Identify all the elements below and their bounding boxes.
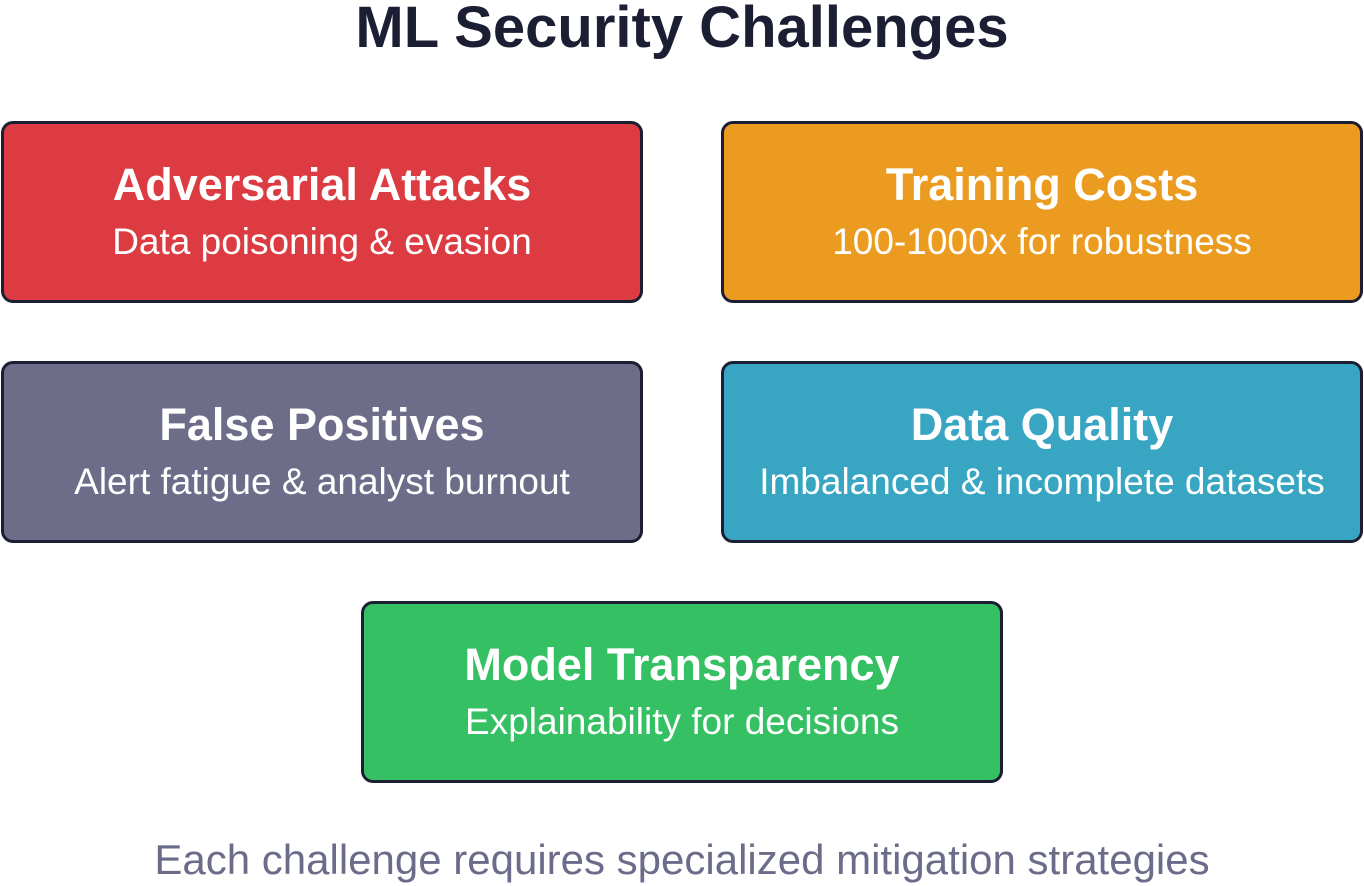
- card-subtitle: Data poisoning & evasion: [112, 221, 532, 262]
- card-title: Data Quality: [910, 399, 1174, 450]
- challenge-card-data-quality: Data Quality Imbalanced & incomplete dat…: [721, 361, 1363, 543]
- card-title: Training Costs: [885, 159, 1199, 210]
- diagram-title: ML Security Challenges: [355, 0, 1009, 60]
- challenge-card-false-positives: False Positives Alert fatigue & analyst …: [1, 361, 643, 543]
- card-subtitle: 100-1000x for robustness: [832, 221, 1252, 262]
- card-subtitle: Imbalanced & incomplete datasets: [759, 461, 1325, 502]
- card-title: Adversarial Attacks: [112, 159, 532, 210]
- footer-note: Each challenge requires specialized miti…: [154, 836, 1210, 883]
- challenge-card-adversarial-attacks: Adversarial Attacks Data poisoning & eva…: [1, 121, 643, 303]
- challenge-card-model-transparency: Model Transparency Explainability for de…: [361, 601, 1003, 783]
- card-title: Model Transparency: [464, 639, 900, 690]
- card-title: False Positives: [159, 399, 485, 450]
- card-subtitle: Explainability for decisions: [465, 701, 899, 742]
- challenge-card-training-costs: Training Costs 100-1000x for robustness: [721, 121, 1363, 303]
- card-subtitle: Alert fatigue & analyst burnout: [74, 461, 570, 502]
